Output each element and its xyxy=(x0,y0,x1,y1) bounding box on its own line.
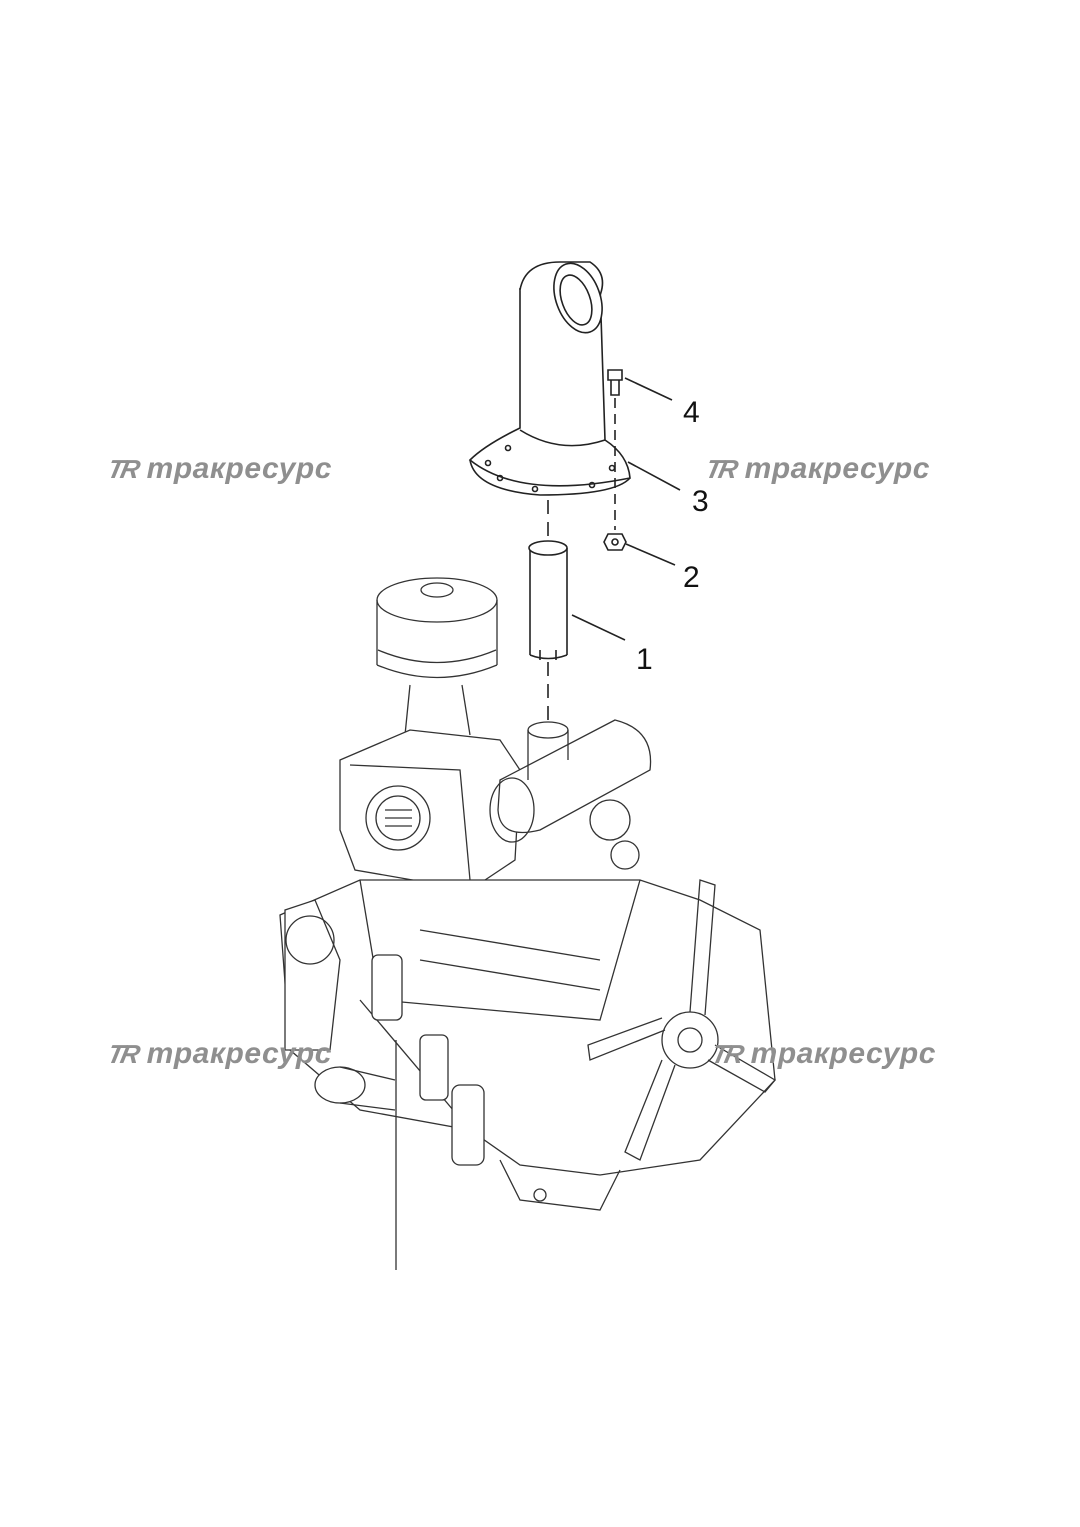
flange-nut xyxy=(603,533,627,551)
watermark-text: тракресурс xyxy=(750,1037,936,1070)
callout-2: 2 xyxy=(683,561,700,594)
callout-3: 3 xyxy=(692,485,709,518)
leader-line-2 xyxy=(625,543,676,566)
adapter-pipe xyxy=(528,540,568,660)
watermark-logo: TR xyxy=(104,453,140,484)
leader-line-1 xyxy=(571,614,626,641)
leader-line-4 xyxy=(624,377,673,401)
watermark-top-right: TR тракресурс xyxy=(702,452,930,486)
watermark-text: тракресурс xyxy=(744,452,930,485)
watermark-logo: TR xyxy=(702,453,738,484)
watermark-logo: TR xyxy=(104,1038,140,1069)
callout-1: 1 xyxy=(636,643,653,676)
watermark-logo: TR xyxy=(708,1038,744,1069)
callout-4: 4 xyxy=(683,396,700,429)
watermark-bottom-right: TR тракресурс xyxy=(708,1037,936,1071)
flange-bolt xyxy=(607,369,623,530)
watermark-bottom-left: TR тракресурс xyxy=(104,1037,332,1071)
watermark-text: тракресурс xyxy=(146,452,332,485)
leader-line-3 xyxy=(627,461,681,491)
watermark-text: тракресурс xyxy=(146,1037,332,1070)
watermark-top-left: TR тракресурс xyxy=(104,452,332,486)
engine-assembly xyxy=(279,577,776,1270)
exhaust-cap xyxy=(468,261,631,496)
